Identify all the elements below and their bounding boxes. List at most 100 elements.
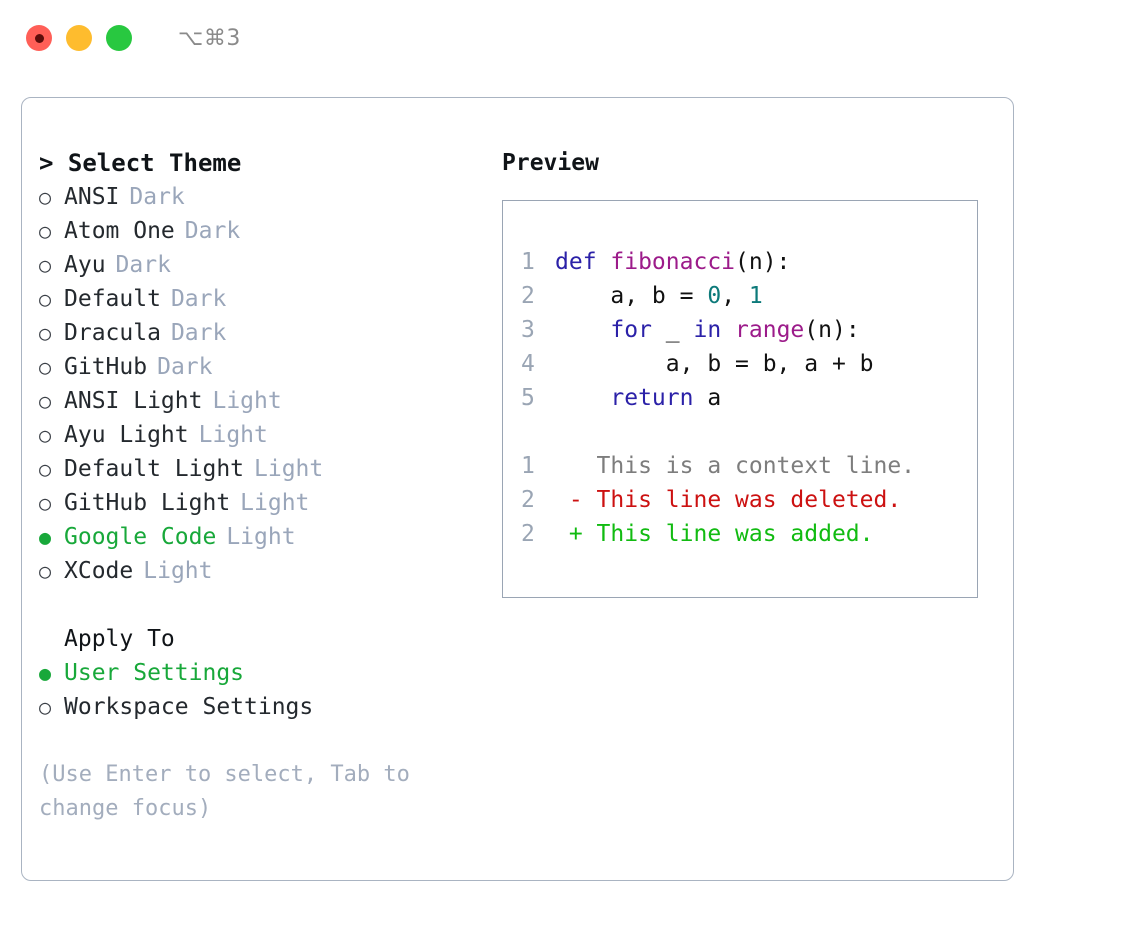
theme-variant-badge: Dark	[170, 286, 227, 312]
radio-unselected-icon: ○	[39, 287, 52, 311]
preview-heading: Preview	[502, 150, 599, 176]
code-token-pl: (n):	[804, 317, 860, 343]
code-token-pl	[555, 385, 610, 411]
minimize-button[interactable]	[66, 25, 92, 51]
apply-to-heading: Apply To	[64, 626, 175, 652]
close-button[interactable]	[26, 25, 52, 51]
diff-line-ctx: 1 This is a context line.	[521, 449, 967, 483]
theme-variant-badge: Dark	[129, 184, 185, 210]
theme-option-dracula[interactable]: ○ Dracula Dark	[39, 316, 479, 350]
radio-unselected-icon: ○	[39, 423, 52, 447]
code-token-pl: (n):	[735, 249, 791, 275]
radio-unselected-icon: ○	[39, 321, 52, 345]
theme-option-label: ANSI Light	[64, 388, 203, 414]
radio-unselected-icon: ○	[39, 219, 52, 243]
apply-to-option-user-settings[interactable]: ● User Settings	[39, 656, 479, 690]
code-token-pl: a, b = b, a + b	[555, 351, 874, 377]
diff-line-add: 2 + This line was added.	[521, 517, 967, 551]
code-line-content: return a	[555, 381, 721, 415]
zoom-button[interactable]	[106, 25, 132, 51]
line-number: 4	[521, 351, 535, 377]
theme-option-label: GitHub Light	[64, 490, 231, 516]
theme-option-label: Default	[64, 286, 161, 312]
line-number: 2	[521, 521, 535, 547]
code-line: 1 def fibonacci(n):	[521, 245, 967, 279]
code-token-fn: fibonacci	[610, 249, 736, 275]
line-number: 1	[521, 453, 535, 479]
radio-unselected-icon: ○	[39, 389, 52, 413]
apply-to-list[interactable]: ● User Settings ○ Workspace Settings	[39, 656, 479, 724]
diff-line-content: + This line was added.	[555, 521, 874, 547]
code-line: 3 for _ in range(n):	[521, 313, 967, 347]
radio-unselected-icon: ○	[39, 253, 52, 277]
radio-unselected-icon: ○	[39, 355, 52, 379]
code-token-pl: ,	[721, 283, 749, 309]
diff-line-del: 2 - This line was deleted.	[521, 483, 967, 517]
diff-line-content: - This line was deleted.	[555, 487, 902, 513]
code-line-content: a, b = 0, 1	[555, 279, 763, 313]
line-number: 1	[521, 249, 535, 275]
code-token-num: 1	[748, 283, 763, 309]
code-token-fn: range	[735, 317, 805, 343]
code-line-content: for _ in range(n):	[555, 313, 860, 347]
theme-variant-badge: Light	[226, 524, 296, 550]
code-token-pl	[721, 317, 735, 343]
apply-to-option-label: Workspace Settings	[64, 694, 314, 720]
code-token-pl	[555, 317, 610, 343]
theme-variant-badge: Dark	[157, 354, 213, 380]
code-token-pl: _	[651, 317, 694, 343]
theme-variant-badge: Light	[143, 558, 213, 584]
theme-option-label: Atom One	[64, 218, 175, 244]
diff-line-content: This is a context line.	[555, 453, 916, 479]
theme-option-label: Google Code	[64, 524, 217, 550]
keyboard-hint-text: (Use Enter to select, Tab to change focu…	[39, 762, 410, 821]
theme-option-label: Dracula	[64, 320, 161, 346]
theme-option-google-code[interactable]: ● Google Code Light	[39, 520, 479, 554]
radio-unselected-icon: ○	[39, 185, 52, 209]
radio-unselected-icon: ○	[39, 559, 52, 583]
radio-unselected-icon: ○	[39, 695, 52, 719]
code-token-kw: return	[610, 385, 694, 411]
code-token-kw: for	[610, 317, 652, 343]
code-token-kw: def	[555, 249, 611, 275]
theme-option-label: Ayu Light	[64, 422, 189, 448]
theme-option-ansi[interactable]: ○ ANSI Dark	[39, 180, 479, 214]
theme-option-ansi-light[interactable]: ○ ANSI Light Light	[39, 384, 479, 418]
theme-option-atom-one[interactable]: ○ Atom One Dark	[39, 214, 479, 248]
code-token-pl: a	[693, 385, 722, 411]
theme-option-github-light[interactable]: ○ GitHub Light Light	[39, 486, 479, 520]
radio-unselected-icon: ○	[39, 491, 52, 515]
apply-to-option-label: User Settings	[64, 660, 245, 686]
diff-spacer	[521, 415, 967, 449]
code-line: 5 return a	[521, 381, 967, 415]
theme-variant-badge: Light	[212, 388, 282, 414]
theme-option-default[interactable]: ○ Default Dark	[39, 282, 479, 316]
radio-selected-icon: ●	[39, 525, 52, 549]
theme-option-label: ANSI	[64, 184, 120, 210]
radio-selected-icon: ●	[39, 661, 52, 685]
code-line-content: def fibonacci(n):	[555, 245, 790, 279]
theme-variant-badge: Dark	[170, 320, 227, 346]
theme-option-label: Default Light	[64, 456, 245, 482]
theme-variant-badge: Dark	[115, 252, 171, 278]
theme-variant-badge: Light	[240, 490, 310, 516]
theme-variant-badge: Dark	[184, 218, 241, 244]
apply-to-option-workspace-settings[interactable]: ○ Workspace Settings	[39, 690, 479, 724]
line-number: 2	[521, 283, 535, 309]
code-token-kw: in	[693, 317, 722, 343]
radio-unselected-icon: ○	[39, 457, 52, 481]
window-controls	[26, 25, 132, 51]
title-bar: ⌥⌘3	[0, 0, 1140, 76]
code-token-num: 0	[707, 283, 722, 309]
line-number: 2	[521, 487, 535, 513]
